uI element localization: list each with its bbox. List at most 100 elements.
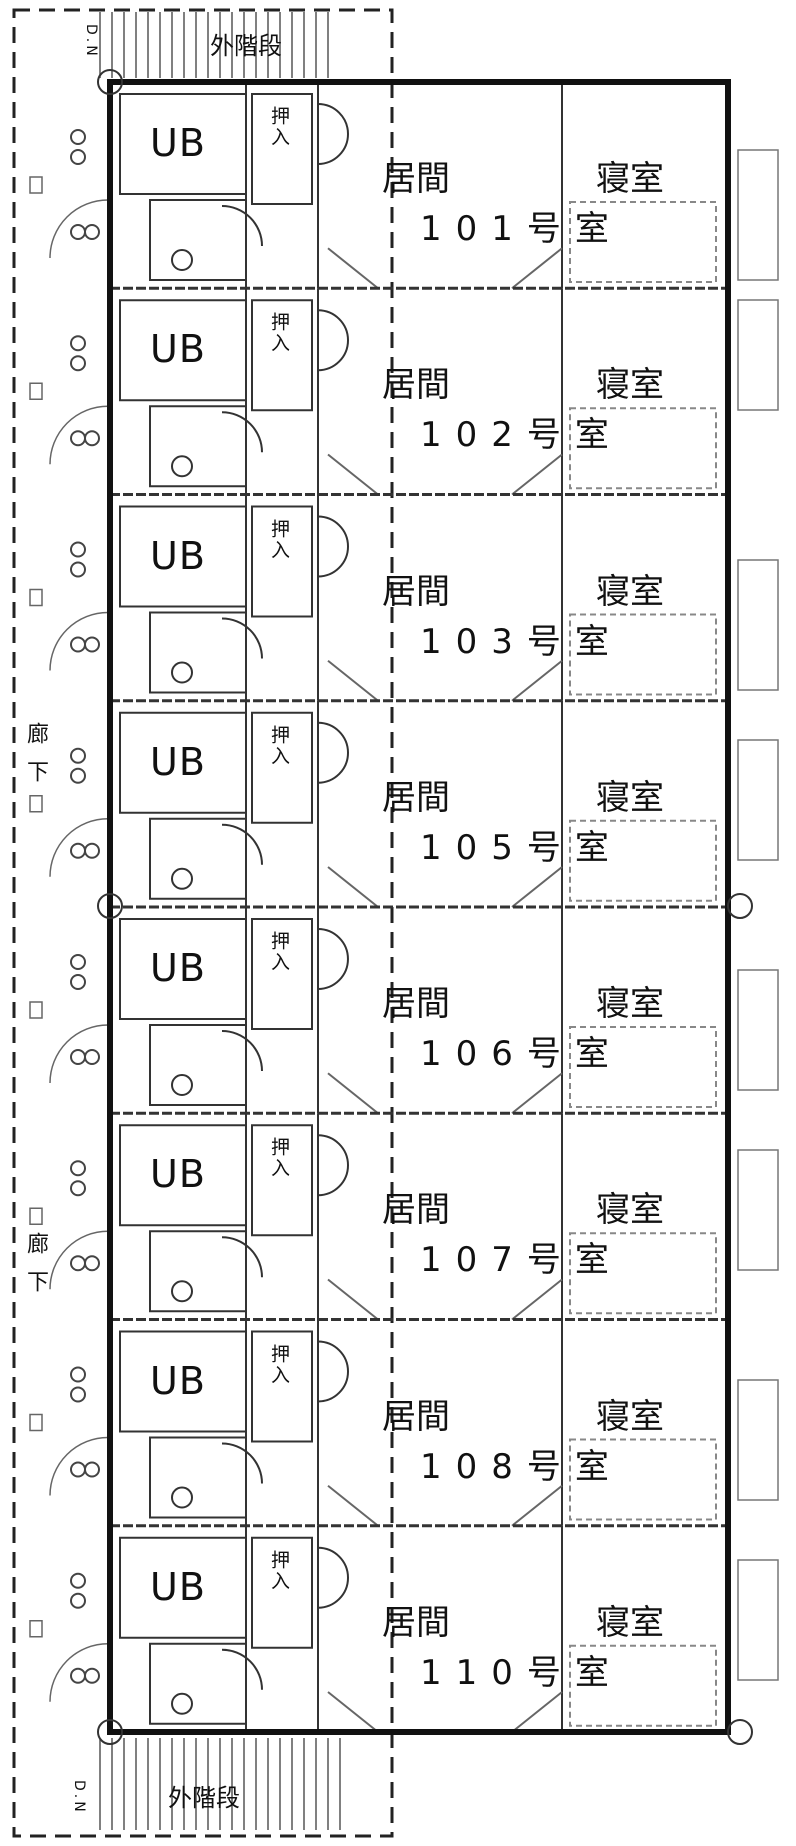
bedroom-closet <box>569 407 717 490</box>
meter-symbol <box>70 149 86 165</box>
unit-bath-label: UB <box>150 739 206 784</box>
sliding-door-mark <box>511 1278 563 1321</box>
unit-bath-label: UB <box>150 533 206 578</box>
intercom-symbol <box>29 1207 43 1225</box>
room-number-label: 107号室 <box>420 1240 623 1281</box>
meter-symbol <box>70 129 86 145</box>
bedroom-closet <box>569 1232 717 1315</box>
sliding-door-mark <box>327 453 379 496</box>
living-room-label: 居間 <box>382 1396 450 1437</box>
meter-symbol <box>70 335 86 352</box>
closet-box <box>251 505 313 618</box>
meter-symbol <box>70 1667 86 1684</box>
bedroom-label: 寝室 <box>596 159 664 199</box>
meter-symbol <box>84 636 100 653</box>
entry-door-swing <box>49 1024 109 1084</box>
closet-label: 押入 <box>268 931 290 973</box>
closet-door-swing <box>317 1134 349 1197</box>
meter-symbol <box>84 224 100 240</box>
sliding-door-mark <box>511 866 563 908</box>
sliding-door-mark <box>511 1484 563 1527</box>
door-swing <box>221 617 263 659</box>
intercom-symbol <box>29 588 43 607</box>
column-marker <box>727 893 753 919</box>
meter-symbol <box>70 1255 86 1272</box>
bedroom-label: 寝室 <box>596 1396 664 1437</box>
closet-door-swing <box>317 309 349 372</box>
unit-bath-label: UB <box>150 946 206 990</box>
sliding-door-mark <box>327 659 379 702</box>
kitchen-box <box>149 611 247 694</box>
bedroom-closet <box>569 819 717 902</box>
unit-bath-label: UB <box>150 1152 206 1197</box>
meter-symbol <box>70 954 86 970</box>
meter-symbol <box>70 747 86 764</box>
room-number-label: 105号室 <box>420 827 623 868</box>
sliding-door-mark <box>511 1691 563 1733</box>
unit-bath-label: UB <box>150 121 206 165</box>
closet-label: 押入 <box>268 1343 290 1386</box>
meter-symbol <box>70 1160 86 1177</box>
kitchen-box <box>149 199 247 281</box>
sliding-door-mark <box>511 453 563 496</box>
living-room-label: 居間 <box>382 571 450 612</box>
bedroom-closet <box>569 201 717 283</box>
entry-door-swing <box>49 818 109 877</box>
sink-symbol <box>171 249 193 271</box>
sink-symbol <box>171 1280 193 1303</box>
closet-box <box>251 299 313 412</box>
room-number-label: 101号室 <box>420 209 623 249</box>
intercom-symbol <box>29 795 43 813</box>
door-swing <box>221 1030 263 1072</box>
bedroom-closet <box>569 1438 717 1521</box>
unit-bath-label: UB <box>150 1358 206 1403</box>
site-boundary-dashed <box>12 8 394 1838</box>
sink-symbol <box>171 1692 193 1715</box>
corridor-label: 廊下 <box>23 1232 48 1308</box>
room-number-label: 110号室 <box>420 1652 623 1693</box>
kitchen-box <box>149 1024 247 1106</box>
door-swing <box>221 411 263 453</box>
closet-box <box>251 93 313 205</box>
meter-symbol <box>70 1592 86 1609</box>
sliding-door-mark <box>327 1278 379 1321</box>
meter-symbol <box>70 767 86 784</box>
door-swing <box>221 1442 263 1484</box>
sink-symbol <box>171 661 193 684</box>
closet-label: 押入 <box>268 1549 290 1592</box>
column-marker <box>97 893 123 919</box>
column-marker <box>97 1719 123 1745</box>
closet-door-swing <box>317 928 349 990</box>
entry-door-swing <box>49 611 109 671</box>
sliding-door-mark <box>327 247 379 290</box>
meter-symbol <box>70 430 86 447</box>
right-balcony-strip <box>737 149 779 1681</box>
closet-label: 押入 <box>268 312 290 355</box>
meter-symbol <box>84 1667 100 1684</box>
kitchen-box <box>149 817 247 900</box>
meter-symbol <box>70 1180 86 1197</box>
closet-door-swing <box>317 515 349 578</box>
closet-box <box>251 1330 313 1443</box>
unit-bath-label: UB <box>150 1564 206 1609</box>
bedroom-closet <box>569 613 717 696</box>
meter-symbol <box>70 1461 86 1478</box>
meter-symbol <box>70 541 86 558</box>
meter-symbol <box>70 1366 86 1383</box>
kitchen-box <box>149 405 247 488</box>
sliding-door-mark <box>511 247 563 290</box>
meter-symbol <box>70 974 86 990</box>
top-dn-label: D.N <box>83 24 99 59</box>
closet-door-swing <box>317 721 349 784</box>
entry-door-swing <box>49 1230 109 1290</box>
bedroom-label: 寝室 <box>596 1602 664 1643</box>
closet-door-swing <box>317 103 349 165</box>
closet-door-swing <box>317 1546 349 1609</box>
room-number-label: 102号室 <box>420 415 623 456</box>
sliding-door-mark <box>327 1072 379 1115</box>
door-swing <box>221 823 263 865</box>
bedroom-closet <box>569 1026 717 1108</box>
column-marker <box>97 69 123 95</box>
closet-label: 押入 <box>268 518 290 561</box>
